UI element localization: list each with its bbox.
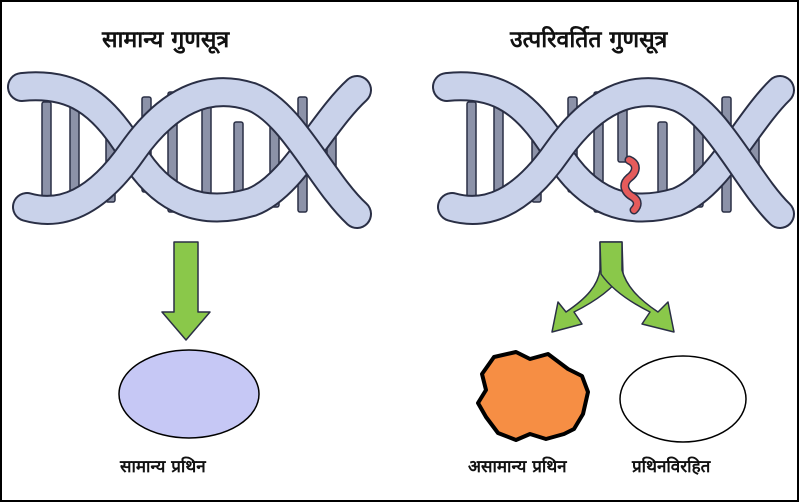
- mutated-chromosome-title: उत्परिवर्तित गुणसूत्र: [510, 27, 668, 53]
- no-protein-label: प्रथिनविरहित: [632, 457, 711, 477]
- normal-protein-shape: [118, 349, 260, 439]
- no-protein-shape: [619, 355, 747, 443]
- abnormal-protein-shape: [476, 350, 590, 442]
- down-arrow-icon: [161, 241, 211, 341]
- normal-protein-label: सामान्य प्रथिन: [120, 457, 206, 477]
- dna-helix-icon: [432, 71, 795, 229]
- mutation-mark-icon: [620, 155, 642, 215]
- dna-helix-icon: [7, 71, 372, 229]
- abnormal-protein-label: असामान्य प्रथिन: [468, 457, 567, 477]
- split-arrow-icon: [551, 241, 675, 333]
- normal-chromosome-title: सामान्य गुणसूत्र: [102, 27, 230, 53]
